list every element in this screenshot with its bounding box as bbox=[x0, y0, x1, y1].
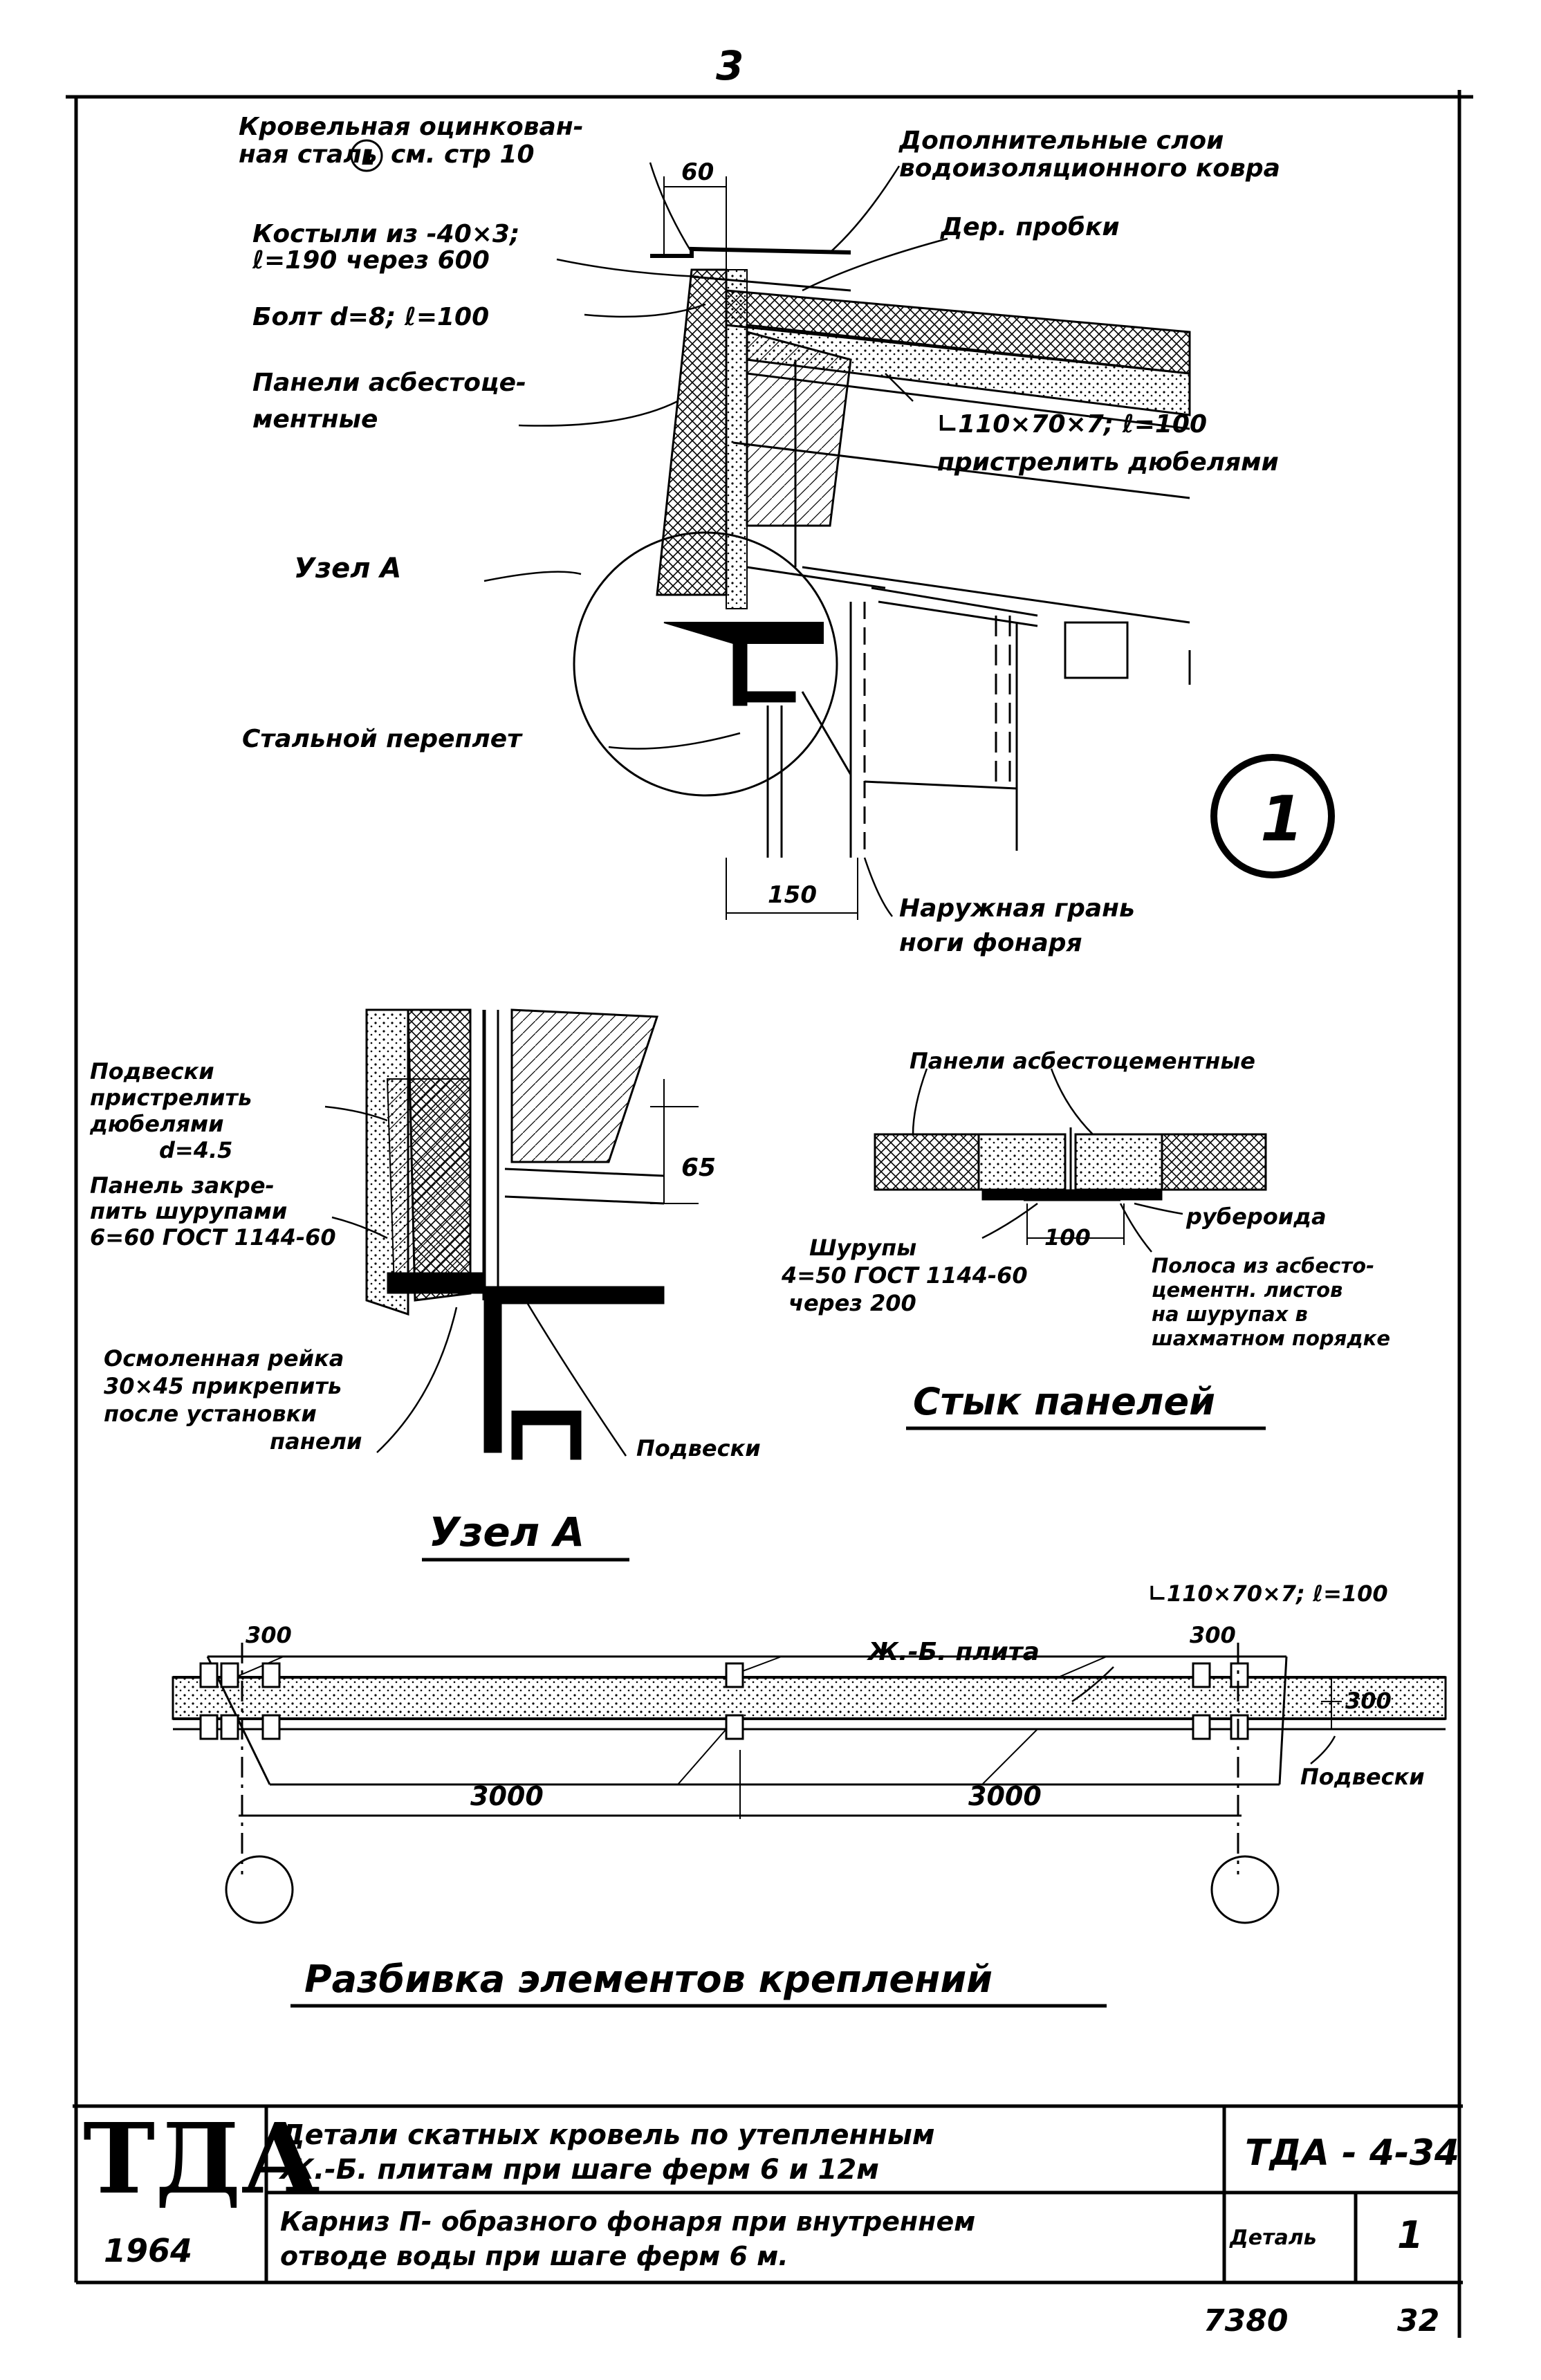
label-node-a: Узел А bbox=[294, 553, 401, 584]
label-joint-panels: Панели асбестоцементные bbox=[910, 1048, 1255, 1074]
label-hangers: Подвески bbox=[90, 1058, 214, 1085]
title-detail-label: Деталь bbox=[1229, 2226, 1317, 2250]
label-strip-3: на шурупах в bbox=[1152, 1302, 1308, 1326]
layout-drawing bbox=[172, 1643, 1447, 1924]
label-outer-face-2: ноги фонаря bbox=[899, 929, 1082, 957]
title-desc-3: Карниз П- образного фонаря при внутренне… bbox=[280, 2206, 975, 2237]
dim-300-side: 300 bbox=[1345, 1688, 1392, 1714]
node-a-labels: Подвески пристрелить дюбелями d=4.5 Пане… bbox=[89, 1058, 761, 1461]
label-panel-fix: Панель закре- bbox=[90, 1172, 275, 1199]
detail-1-labels: Кровельная оцинкован- ная сталь см. стр … bbox=[239, 113, 1280, 957]
joint-labels: Панели асбестоцементные Шурупы 4=50 ГОСТ… bbox=[781, 1048, 1390, 1350]
label-roof-steel: Кровельная оцинкован- bbox=[239, 113, 584, 141]
label-hangers-3: дюбелями bbox=[89, 1111, 224, 1137]
label-extra-layers-2: водоизоляционного ковра bbox=[899, 154, 1280, 183]
label-extra-layers: Дополнительные слои bbox=[898, 127, 1224, 155]
node-a-title: Узел А bbox=[429, 1509, 584, 1556]
layout-title: Разбивка элементов креплений bbox=[304, 1957, 993, 2001]
joint-title: Стык панелей bbox=[913, 1380, 1215, 1423]
label-crutches-2: ℓ=190 через 600 bbox=[252, 246, 490, 275]
label-panel-fix-2: пить шурупами bbox=[90, 1198, 287, 1224]
detail-1-drawing bbox=[483, 162, 1191, 920]
dim-3000-right: 3000 bbox=[968, 1781, 1042, 1811]
title-detail-number: 1 bbox=[1397, 2213, 1423, 2257]
label-node-a-hangers: Подвески bbox=[636, 1435, 761, 1461]
title-block bbox=[264, 2106, 1459, 2282]
label-screws-2: 4=50 ГОСТ 1144-60 bbox=[781, 1262, 1028, 1289]
label-strip: Полоса из асбесто- bbox=[1152, 1254, 1374, 1277]
title-year: 1964 bbox=[104, 2232, 192, 2269]
dim-65: 65 bbox=[681, 1154, 716, 1182]
label-outer-face: Наружная грань bbox=[899, 894, 1135, 923]
sheet-number: 7380 bbox=[1203, 2303, 1288, 2339]
label-hangers-2: пристрелить bbox=[90, 1085, 252, 1111]
joint-drawing bbox=[874, 1068, 1267, 1253]
dim-300-right: 300 bbox=[1190, 1622, 1236, 1648]
asbestos-panel bbox=[656, 268, 728, 596]
label-panels-2: ментные bbox=[252, 405, 378, 434]
node-a-drawing bbox=[324, 1008, 699, 1460]
label-hangers-4: d=4.5 bbox=[159, 1137, 232, 1163]
detail-1-mark: 1 bbox=[1210, 754, 1335, 878]
label-steel-binding: Стальной переплет bbox=[242, 725, 523, 753]
sheet-frame bbox=[66, 90, 1473, 2338]
label-panel-fix-3: 6=60 ГОСТ 1144-60 bbox=[90, 1224, 336, 1251]
label-layout-hangers: Подвески bbox=[1300, 1764, 1425, 1790]
dim-100: 100 bbox=[1044, 1224, 1091, 1251]
label-roof-steel-ref: см. стр 10 bbox=[391, 140, 535, 169]
title-org: ТДА bbox=[83, 2103, 320, 2216]
dim-300-left: 300 bbox=[246, 1622, 292, 1648]
page-number-bottom: 32 bbox=[1397, 2303, 1439, 2339]
label-screws-3: через 200 bbox=[788, 1290, 916, 1316]
label-layout-angle: ∟110×70×7; ℓ=100 bbox=[1148, 1580, 1388, 1607]
roof-flashing bbox=[650, 246, 851, 258]
label-wood-plugs: Дер. пробки bbox=[940, 213, 1120, 241]
dim-3000-left: 3000 bbox=[470, 1781, 544, 1811]
detail-1-mark-number: 1 bbox=[1260, 783, 1304, 856]
label-batten: Осмоленная рейка bbox=[104, 1345, 344, 1372]
label-angle-2: пристрелить дюбелями bbox=[937, 448, 1279, 477]
label-batten-3: после установки bbox=[104, 1401, 317, 1427]
label-strip-2: цементн. листов bbox=[1152, 1278, 1342, 1302]
layout-labels: ∟110×70×7; ℓ=100 300 300 Ж.-Б. плита 300… bbox=[246, 1580, 1425, 1811]
title-code: ТДА - 4-34 bbox=[1245, 2132, 1459, 2174]
label-ruberoid: рубероида bbox=[1185, 1203, 1327, 1230]
label-screws: Шурупы bbox=[809, 1235, 916, 1261]
label-slab: Ж.-Б. плита bbox=[866, 1638, 1040, 1666]
label-roof-steel-mark: 1 bbox=[361, 146, 376, 170]
title-desc-1: Детали скатных кровель по утепленным bbox=[279, 2119, 935, 2151]
page-number: 3 bbox=[716, 42, 744, 89]
label-batten-4: панели bbox=[270, 1428, 362, 1455]
dim-150: 150 bbox=[768, 881, 817, 909]
label-strip-4: шахматном порядке bbox=[1152, 1327, 1390, 1350]
node-a-circle bbox=[573, 531, 838, 797]
label-batten-2: 30×45 прикрепить bbox=[104, 1373, 342, 1399]
title-desc-4: отводе воды при шаге ферм 6 м. bbox=[280, 2241, 788, 2271]
label-panels: Панели асбестоце- bbox=[252, 369, 526, 397]
title-desc-2: Ж.-Б. плитам при шаге ферм 6 и 12м bbox=[278, 2154, 879, 2186]
dim-60: 60 bbox=[681, 158, 714, 186]
label-angle: ∟110×70×7; ℓ=100 bbox=[937, 410, 1207, 439]
layout-slab bbox=[172, 1676, 1447, 1720]
label-bolt: Болт d=8; ℓ=100 bbox=[252, 303, 489, 331]
label-crutches: Костыли из -40×3; bbox=[252, 220, 519, 248]
